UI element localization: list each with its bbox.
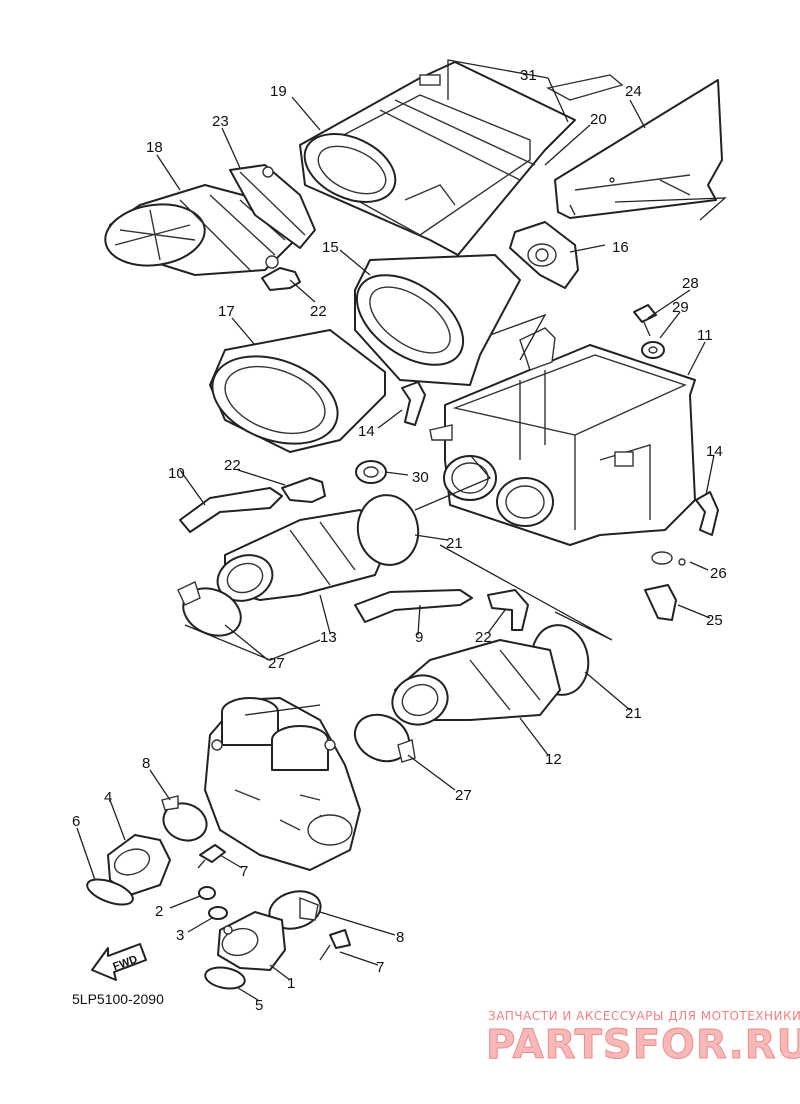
carburetor-assembly <box>204 697 361 871</box>
part-21-clamp-upper <box>356 494 420 566</box>
part-7-bolt-upper <box>197 844 226 869</box>
callout-6: 6 <box>72 813 80 830</box>
part-2-fitting <box>198 886 216 900</box>
part-7-bolt-lower <box>319 929 351 961</box>
part-14-clip-right <box>695 491 719 536</box>
leader-lines <box>76 59 727 1001</box>
callout-3: 3 <box>176 927 184 944</box>
part-19-air-duct <box>299 61 576 256</box>
fwd-arrow: FWD <box>91 943 147 981</box>
callout-8-upper: 8 <box>142 755 150 772</box>
watermark-tagline: ЗАПЧАСТИ И АКСЕССУАРЫ ДЛЯ МОТОТЕХНИКИ <box>488 1009 800 1023</box>
callout-22-upper: 22 <box>310 303 327 320</box>
callout-30: 30 <box>412 469 429 486</box>
callout-17: 17 <box>218 303 235 320</box>
callout-26: 26 <box>710 565 727 582</box>
part-28-bolt <box>633 304 657 337</box>
callout-27-lower: 27 <box>455 787 472 804</box>
part-24-cover-plate <box>554 79 723 219</box>
part-11-air-box-case <box>429 327 696 546</box>
callout-23: 23 <box>212 113 229 130</box>
part-17-filter-element <box>209 329 386 453</box>
callout-numbers: 31 24 19 20 23 18 15 16 22 17 28 29 11 1… <box>72 67 727 1014</box>
part-3-clip <box>208 906 228 920</box>
watermark: ЗАПЧАСТИ И АКСЕССУАРЫ ДЛЯ МОТОТЕХНИКИ PA… <box>486 1009 800 1069</box>
callout-10: 10 <box>168 465 185 482</box>
part-8-clamp-upper <box>161 795 208 842</box>
callout-8-lower: 8 <box>396 929 404 946</box>
part-22-elbow-fitting-middle <box>281 477 326 503</box>
part-29-grommet <box>641 341 665 359</box>
callout-21-upper: 21 <box>446 535 463 552</box>
callout-5: 5 <box>255 997 263 1014</box>
part-27-clamp-upper <box>177 581 242 637</box>
part-6-o-ring <box>86 878 134 906</box>
callout-31: 31 <box>520 67 537 84</box>
callout-15: 15 <box>322 239 339 256</box>
callout-22-middle: 22 <box>224 457 241 474</box>
part-18-air-filter-element <box>104 184 296 276</box>
callout-13: 13 <box>320 629 337 646</box>
part-4-carburetor-joint <box>107 834 171 896</box>
part-23-filter-frame <box>229 164 316 249</box>
part-25-drain-plug <box>644 584 677 621</box>
part-16-gasket <box>509 221 579 289</box>
callout-29: 29 <box>672 299 689 316</box>
callout-19: 19 <box>270 83 287 100</box>
part-14-clip-upper <box>401 381 426 426</box>
part-9-hose <box>354 589 473 623</box>
drawing-code: 5LP5100-2090 <box>72 991 164 1007</box>
callout-27-upper: 27 <box>268 655 285 672</box>
callout-7-upper: 7 <box>240 863 248 880</box>
watermark-brand: PARTSFOR.RU <box>486 1022 800 1068</box>
callout-20: 20 <box>590 111 607 128</box>
callout-7-lower: 7 <box>376 959 384 976</box>
callout-18: 18 <box>146 139 163 156</box>
callout-25: 25 <box>706 612 723 629</box>
callout-24: 24 <box>625 83 642 100</box>
callout-12: 12 <box>545 751 562 768</box>
part-12-intake-joint <box>391 639 561 726</box>
part-15-intake-funnel <box>354 254 521 386</box>
callout-2: 2 <box>155 903 163 920</box>
callout-11: 11 <box>697 327 713 344</box>
callout-21-lower: 21 <box>625 705 642 722</box>
part-1-joint <box>217 911 286 971</box>
part-31-plate <box>545 74 624 101</box>
callout-1: 1 <box>287 975 295 992</box>
callout-14-right: 14 <box>706 443 723 460</box>
callout-22-lower: 22 <box>475 629 492 646</box>
callout-14-upper: 14 <box>358 423 375 440</box>
callout-16: 16 <box>612 239 629 256</box>
part-30-grommet <box>355 460 387 484</box>
part-10-hose <box>179 487 283 533</box>
part-22-elbow-fitting-lower <box>487 589 529 631</box>
callout-28: 28 <box>682 275 699 292</box>
part-5-o-ring <box>204 966 246 990</box>
part-26-clip <box>651 551 686 566</box>
part-22-elbow-fitting-upper <box>261 255 301 291</box>
callout-9: 9 <box>415 629 423 646</box>
callout-4: 4 <box>104 789 112 806</box>
